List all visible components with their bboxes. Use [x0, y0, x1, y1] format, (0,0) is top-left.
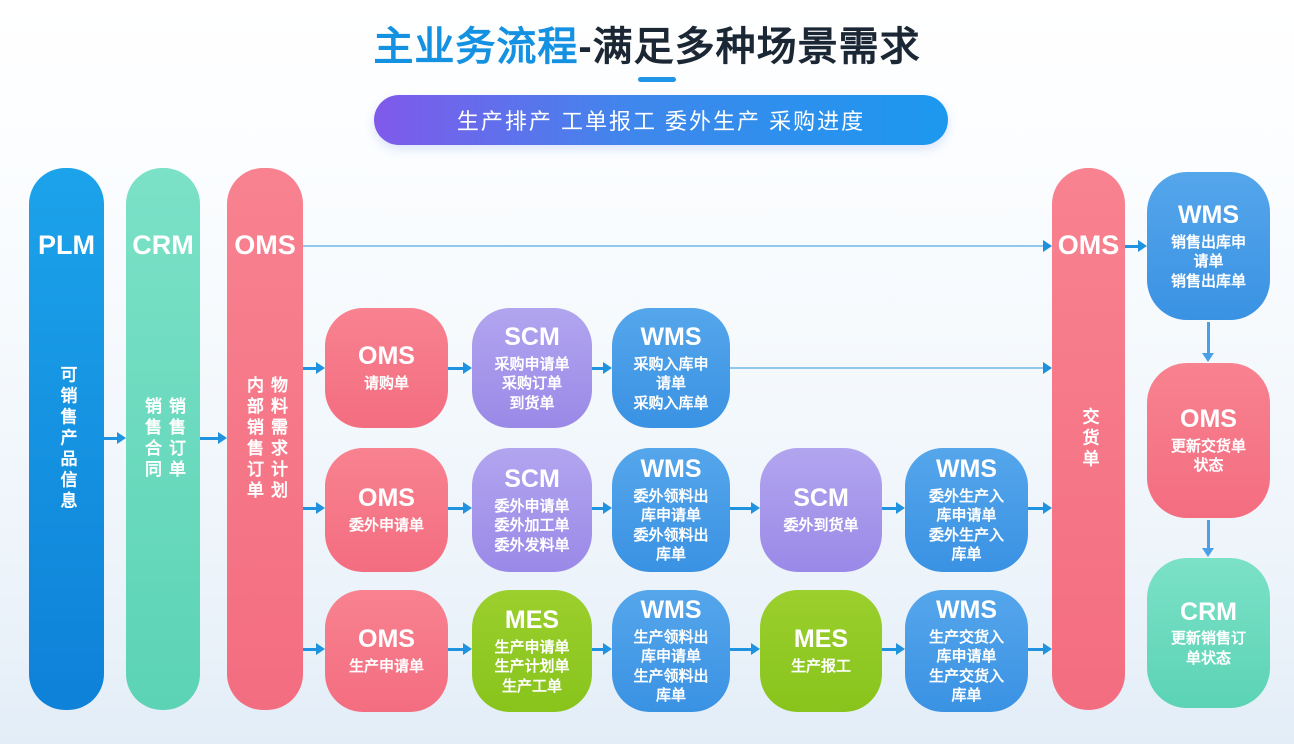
subtitle-pill: 生产排产 工单报工 委外生产 采购进度 — [374, 95, 948, 145]
box-system-name: OMS — [358, 625, 415, 654]
flow-box-production-mes: MES 生产申请单 生产计划单 生产工单 — [472, 590, 592, 712]
arrow-row3-bar-to-oms — [303, 643, 325, 655]
box-documents: 委外申请单 委外加工单 委外发料单 — [494, 497, 570, 554]
flow-box-production-oms: OMS 生产申请单 — [325, 590, 448, 712]
flow-box-procurement-scm: SCM 采购申请单 采购订单 到货单 — [472, 308, 592, 428]
arrow-row3-oms-to-mes — [448, 643, 472, 655]
box-system-name: WMS — [640, 322, 702, 351]
arrow-row2-oms-to-scm — [448, 502, 472, 514]
arrow-delivery-bar-to-wms — [1125, 240, 1147, 252]
flow-box-outsourcing-scm-arrival: SCM 委外到货单 — [760, 448, 882, 572]
title-highlight: 主业务流程 — [373, 25, 579, 69]
arrow-plm-to-crm — [104, 432, 126, 444]
right-box-wms-sales-outbound: WMS 销售出库申请单 销售出库单 — [1147, 172, 1270, 320]
arrow-row1-bar-to-oms — [303, 362, 325, 374]
arrow-wms-to-oms-update — [1202, 322, 1214, 362]
box-system-name: WMS — [935, 455, 998, 484]
box-documents: 请购单 — [363, 375, 409, 393]
oms-bar: OMS 物料需求计划 内部销售订单 — [227, 168, 303, 710]
arrow-row3-wms2-to-delivery-bar — [1028, 643, 1052, 655]
box-system-name: CRM — [1180, 597, 1237, 626]
arrow-row1-wms-to-delivery-bar — [730, 362, 1052, 374]
arrow-row2-wms2-to-delivery-bar — [1028, 502, 1052, 514]
box-documents: 采购申请单 采购订单 到货单 — [494, 355, 570, 412]
box-system-name: WMS — [1177, 200, 1240, 229]
box-system-name: OMS — [358, 342, 415, 371]
title-underline-decoration — [638, 77, 676, 82]
delivery-bar-vertical-label: 交货单 — [1079, 407, 1099, 471]
box-documents: 委外领料出库申请单 委外领料出库单 — [633, 487, 709, 564]
right-box-crm-update-sales-order: CRM 更新销售订单状态 — [1147, 558, 1270, 708]
box-documents: 更新交货单状态 — [1170, 437, 1246, 475]
flow-box-procurement-wms: WMS 采购入库申请单 采购入库单 — [612, 308, 730, 428]
box-documents: 生产交货入库申请单 生产交货入库单 — [928, 628, 1004, 705]
arrow-row2-scm2-to-wms2 — [882, 502, 905, 514]
crm-bar-vertical-label: 销售订单 销售合同 — [142, 397, 185, 481]
arrow-row2-bar-to-oms — [303, 502, 325, 514]
crm-bar-heading: CRM — [132, 230, 194, 260]
plm-bar: PLM 可销售产品信息 — [29, 168, 104, 710]
delivery-oms-bar: OMS 交货单 — [1052, 168, 1125, 710]
box-system-name: WMS — [640, 596, 702, 625]
arrow-crm-to-oms — [200, 432, 227, 444]
box-system-name: WMS — [935, 596, 998, 625]
delivery-bar-heading: OMS — [1057, 230, 1120, 260]
box-documents: 委外到货单 — [783, 517, 859, 535]
flow-box-production-wms-issue: WMS 生产领料出库申请单 生产领料出库单 — [612, 590, 730, 712]
box-system-name: SCM — [504, 464, 560, 493]
box-system-name: WMS — [640, 455, 702, 484]
box-documents: 生产申请单 生产计划单 生产工单 — [494, 638, 570, 695]
box-system-name: MES — [504, 605, 560, 634]
crm-bar: CRM 销售订单 销售合同 — [126, 168, 200, 710]
plm-bar-heading: PLM — [38, 230, 95, 260]
box-documents: 委外生产入库申请单 委外生产入库单 — [928, 487, 1004, 564]
arrow-row3-wms-to-mes2 — [730, 643, 760, 655]
flow-box-production-wms-receipt: WMS 生产交货入库申请单 生产交货入库单 — [905, 590, 1028, 712]
box-system-name: OMS — [1180, 405, 1237, 434]
title-rest: -满足多种场景需求 — [578, 25, 921, 69]
box-system-name: SCM — [793, 484, 849, 513]
arrow-row3-mes-to-wms — [592, 643, 612, 655]
box-documents: 生产领料出库申请单 生产领料出库单 — [633, 628, 709, 705]
arrow-row2-scm-to-wms — [592, 502, 612, 514]
flow-box-outsourcing-scm: SCM 委外申请单 委外加工单 委外发料单 — [472, 448, 592, 572]
box-documents: 生产申请单 — [348, 658, 424, 676]
plm-bar-vertical-label: 可销售产品信息 — [57, 365, 77, 513]
flow-box-production-mes-report: MES 生产报工 — [760, 590, 882, 712]
oms-bar-heading: OMS — [234, 230, 296, 260]
subtitle-pill-label: 生产排产 工单报工 委外生产 采购进度 — [456, 109, 866, 134]
box-documents: 生产报工 — [790, 658, 851, 676]
arrow-row1-scm-to-wms — [592, 362, 612, 374]
box-system-name: OMS — [358, 484, 415, 513]
box-documents: 委外申请单 — [348, 517, 424, 535]
flow-box-procurement-oms: OMS 请购单 — [325, 308, 448, 428]
oms-bar-vertical-label: 物料需求计划 内部销售订单 — [244, 376, 287, 502]
right-box-oms-update-delivery: OMS 更新交货单状态 — [1147, 363, 1270, 518]
arrow-row3-mes2-to-wms2 — [882, 643, 905, 655]
arrow-oms-update-to-crm-update — [1202, 520, 1214, 557]
flow-box-outsourcing-wms-issue: WMS 委外领料出库申请单 委外领料出库单 — [612, 448, 730, 572]
box-documents: 采购入库申请单 采购入库单 — [633, 355, 709, 412]
box-system-name: MES — [793, 625, 849, 654]
box-documents: 销售出库申请单 销售出库单 — [1170, 233, 1246, 290]
flow-box-outsourcing-wms-receipt: WMS 委外生产入库申请单 委外生产入库单 — [905, 448, 1028, 572]
box-system-name: SCM — [504, 322, 560, 351]
box-documents: 更新销售订单状态 — [1170, 630, 1246, 667]
arrow-row1-oms-to-scm — [448, 362, 472, 374]
page-title: 主业务流程-满足多种场景需求 — [0, 24, 1294, 70]
flow-box-outsourcing-oms: OMS 委外申请单 — [325, 448, 448, 572]
arrow-row2-wms-to-scm2 — [730, 502, 760, 514]
arrow-oms-to-delivery-bar — [303, 240, 1052, 252]
